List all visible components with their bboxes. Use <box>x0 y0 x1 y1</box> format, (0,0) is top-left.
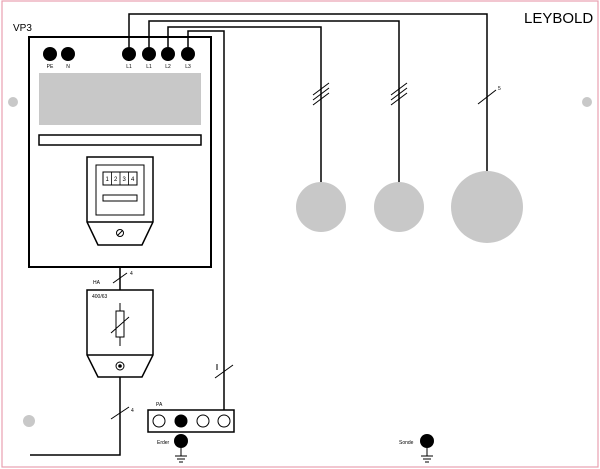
terminal-l1a <box>122 47 136 61</box>
brand-logo: LEYBOLD <box>524 10 593 27</box>
terminal-label-n: N <box>66 64 70 70</box>
mounting-hole-right <box>582 97 592 107</box>
terminal-l2 <box>161 47 175 61</box>
probe-label: Sonde <box>399 440 414 446</box>
terminal-label-l2: L2 <box>165 64 171 70</box>
supply-line <box>30 377 121 456</box>
load-circle-left <box>296 182 346 232</box>
conductor-ticks-left <box>312 82 330 106</box>
meter-digit-1: 1 <box>106 177 110 183</box>
mounting-hole-bottom-left <box>23 415 35 427</box>
cable-count-supply: 4 <box>131 408 134 414</box>
main-fuse: 400/63 <box>86 289 154 378</box>
meter-cabinet: PE N L1 L1 L2 L3 1 2 3 4 <box>28 36 212 268</box>
meter-display-area <box>39 73 201 125</box>
terminal-l3 <box>181 47 195 61</box>
mounting-hole-left <box>8 97 18 107</box>
panel-title: VP3 <box>13 23 32 34</box>
conductor-ticks-pe <box>214 364 234 379</box>
terminal-n <box>61 47 75 61</box>
load-circle-right <box>451 171 523 243</box>
fuse-element-icon <box>115 310 125 338</box>
probe-earth-icon <box>420 434 434 463</box>
conductor-ticks-right <box>477 89 497 105</box>
pa-terminal-4 <box>217 414 231 428</box>
meter-bar <box>38 134 202 146</box>
energy-meter: 1 2 3 4 <box>86 156 154 246</box>
meter-digit-2: 2 <box>114 177 118 183</box>
meter-digit-3: 3 <box>123 177 127 183</box>
phase-wiring <box>128 13 488 412</box>
meter-digit-4: 4 <box>131 177 135 183</box>
main-fuse-rating: 400/63 <box>92 294 108 300</box>
terminal-label-l1b: L1 <box>146 64 152 70</box>
conductor-ticks-middle <box>390 82 408 106</box>
load-circle-middle <box>374 182 424 232</box>
terminal-label-l3: L3 <box>185 64 191 70</box>
cable-count-load-right: 5 <box>498 86 501 92</box>
equipotential-label: PA <box>156 402 163 408</box>
terminal-label-pe: PE <box>47 64 54 70</box>
earth-electrode-label: Erder <box>157 440 170 446</box>
earth-electrode-icon <box>174 434 188 463</box>
terminal-label-l1a: L1 <box>126 64 132 70</box>
pa-terminal-3 <box>196 414 210 428</box>
main-fuse-label: HA <box>93 280 101 286</box>
meter-to-fuse-tick <box>112 272 128 284</box>
pa-terminal-1 <box>152 414 166 428</box>
cable-count-meter-to-fuse: 4 <box>130 271 133 277</box>
pa-terminal-2 <box>174 414 188 428</box>
equipotential-bar <box>147 409 235 433</box>
terminal-l1b <box>142 47 156 61</box>
terminal-pe <box>43 47 57 61</box>
supply-tick <box>110 406 130 420</box>
